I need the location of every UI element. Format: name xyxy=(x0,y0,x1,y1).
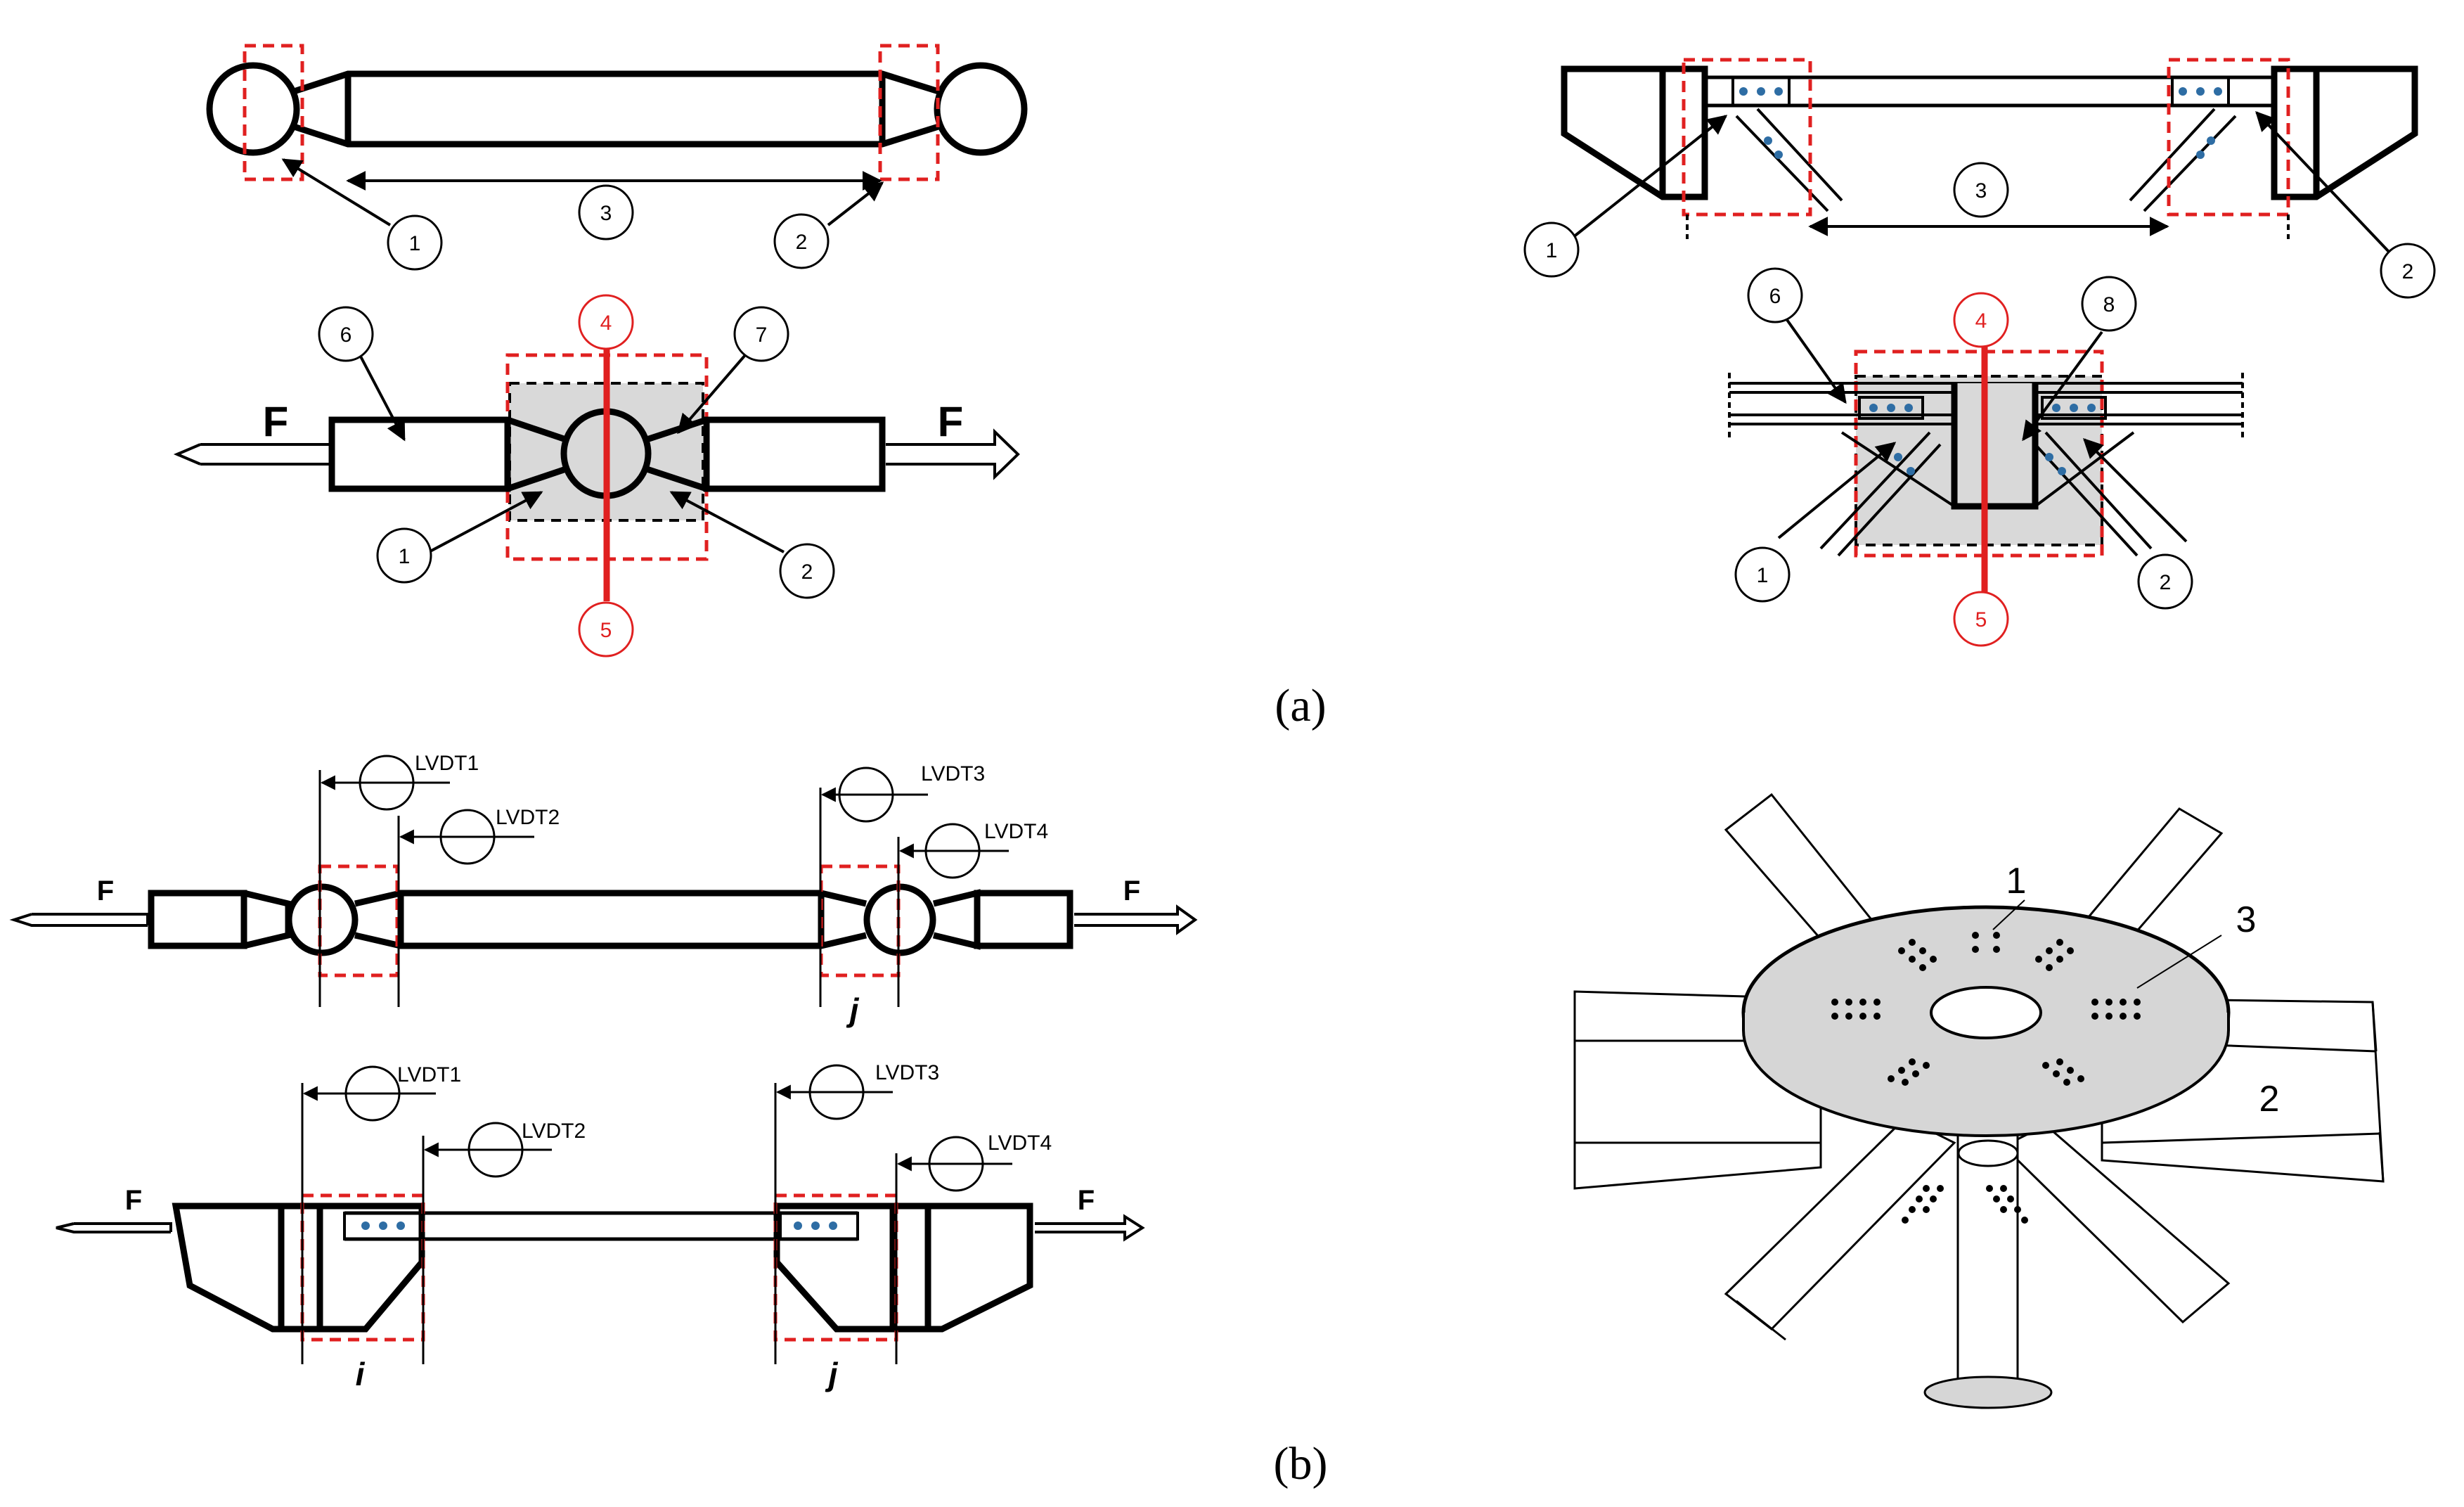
callout-2c: 2 xyxy=(2402,260,2414,283)
lvdt3-label-bottom: LVDT3 xyxy=(875,1061,939,1084)
load-label-b4: F xyxy=(1078,1185,1095,1216)
isometric-joint xyxy=(1573,793,2385,1409)
lvdt1-label-top: LVDT1 xyxy=(415,752,479,775)
bolts-panel-a-right xyxy=(1739,87,2222,475)
lvdt4-label-bottom: LVDT4 xyxy=(988,1131,1052,1155)
joint-specimen-ball xyxy=(173,348,1020,601)
callout-1d: 1 xyxy=(1757,564,1769,587)
iso-label-plate: 1 xyxy=(2006,861,2027,902)
caption-b: (b) xyxy=(1274,1438,1328,1489)
callout-5c: 5 xyxy=(1975,608,1987,631)
load-label-right: F xyxy=(938,398,964,445)
test-setup-plate xyxy=(56,1064,1145,1364)
iso-labels: 1 3 2 xyxy=(2006,861,2280,1120)
zone-j-top: j xyxy=(846,992,860,1028)
lvdt2-label-bottom: LVDT2 xyxy=(522,1120,586,1143)
callout-1c: 1 xyxy=(1546,239,1558,262)
panel-b-left xyxy=(9,755,1198,1364)
callout-7: 7 xyxy=(756,323,768,347)
caption-a: (a) xyxy=(1275,680,1326,731)
test-setup-ball xyxy=(9,755,1198,1007)
bolted-member xyxy=(1561,58,2418,255)
callout-2b: 2 xyxy=(801,560,813,584)
load-label-left: F xyxy=(263,398,289,445)
callout-1: 1 xyxy=(409,232,421,255)
load-label-b3: F xyxy=(125,1185,142,1216)
callout-4: 4 xyxy=(600,312,612,335)
lvdt3-label-top: LVDT3 xyxy=(921,762,985,785)
iso-label-beam: 2 xyxy=(2259,1079,2280,1120)
callout-3: 3 xyxy=(600,202,612,225)
load-label-b2: F xyxy=(1123,876,1140,906)
lvdt1-label-bottom: LVDT1 xyxy=(397,1063,461,1086)
callout-2: 2 xyxy=(796,231,808,254)
callout-6: 6 xyxy=(340,323,352,347)
plate-bolts xyxy=(1831,932,2141,1224)
callout-3c: 3 xyxy=(1975,179,1987,203)
callout-1b: 1 xyxy=(399,545,411,568)
callouts-panel-a-left: 1 3 2 6 4 7 1 2 5 F F xyxy=(263,184,964,658)
callouts-panel-a-right: 1 3 2 6 4 8 1 2 5 xyxy=(1523,162,2436,647)
zone-j-bottom: j xyxy=(825,1356,839,1392)
callout-8: 8 xyxy=(2103,293,2115,316)
callout-2d: 2 xyxy=(2160,571,2172,594)
labels-panel-b-left: LVDT1 LVDT2 LVDT3 LVDT4 LVDT1 LVDT2 LVDT… xyxy=(97,752,1140,1392)
load-label-b1: F xyxy=(97,876,114,906)
zone-i-bottom: i xyxy=(356,1356,366,1392)
lvdt2-label-top: LVDT2 xyxy=(496,806,560,829)
lvdt4-label-top: LVDT4 xyxy=(984,820,1048,843)
iso-label-bolt: 3 xyxy=(2236,899,2257,940)
callout-5: 5 xyxy=(600,619,612,642)
panel-a-left xyxy=(173,44,1028,601)
bolts-panel-b-left xyxy=(361,1221,837,1230)
callout-4c: 4 xyxy=(1975,309,1987,333)
callout-6c: 6 xyxy=(1769,285,1781,308)
member-with-ball-joints xyxy=(206,44,1028,226)
